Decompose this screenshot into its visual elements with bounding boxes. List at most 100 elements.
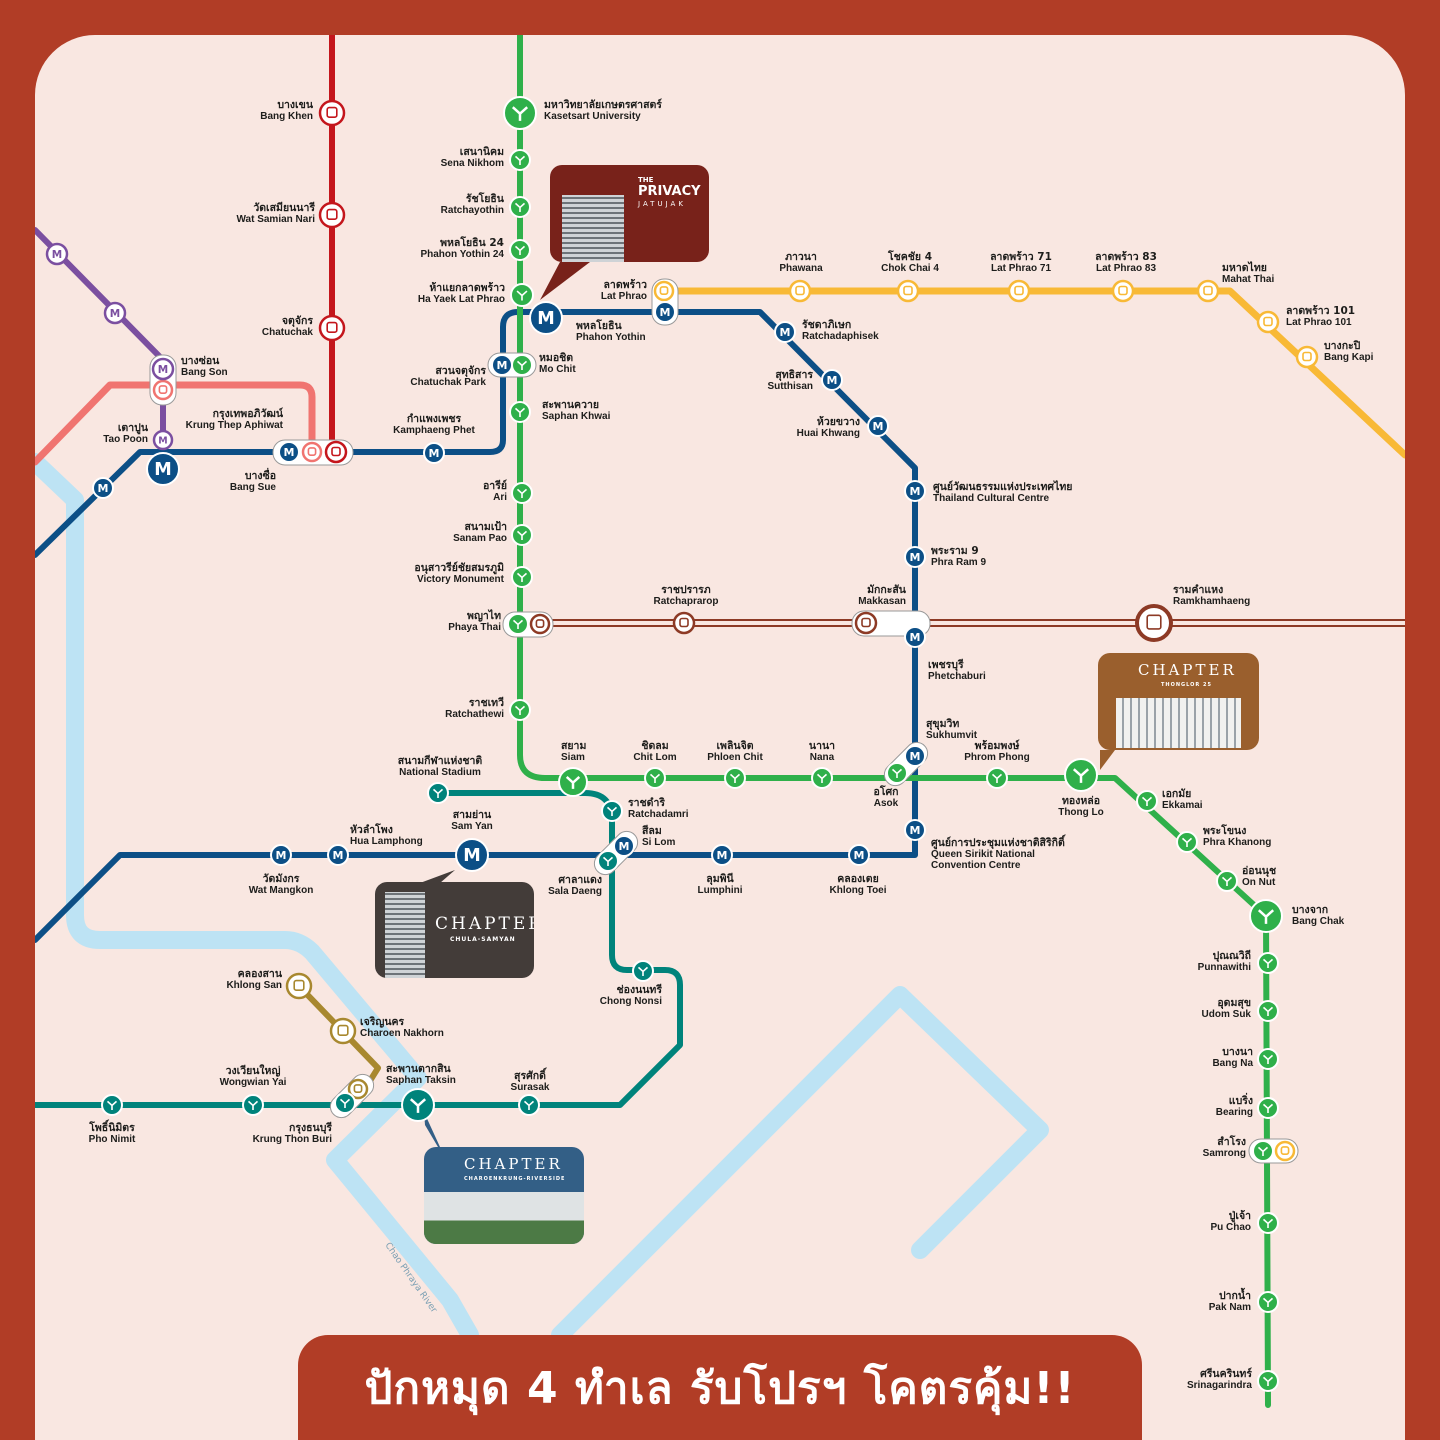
station-surasak[interactable]: [518, 1094, 540, 1116]
station-krung-thep-aphiwat-red[interactable]: [324, 440, 348, 464]
station-phloen-chit[interactable]: [724, 767, 746, 789]
station-lumphini[interactable]: M: [711, 844, 733, 866]
station-phawana-yellow[interactable]: [788, 279, 812, 303]
project-card-chapter-charoenkrung-riverside[interactable]: CHAPTER CHAROENKRUNG-RIVERSIDE: [424, 1147, 584, 1244]
station-bang-chak[interactable]: [1249, 899, 1283, 933]
station-huai-khwang[interactable]: M: [867, 415, 889, 437]
station-name-th: ราชเทวี: [469, 696, 504, 709]
station-siam[interactable]: [558, 767, 588, 797]
station-lat-phrao-101-yellow[interactable]: [1256, 310, 1280, 334]
station-sala-daeng[interactable]: [597, 850, 619, 872]
station-si-lom[interactable]: M: [613, 835, 635, 857]
station-marker-phaya-thai-arl[interactable]: [529, 613, 551, 635]
station-marker-samrong-yellow[interactable]: [1274, 1140, 1296, 1162]
station-bang-khen-red[interactable]: [318, 99, 346, 127]
station-charoen-nakhorn-gold[interactable]: [329, 1017, 357, 1045]
station-victory-monument[interactable]: [511, 566, 533, 588]
station-chok-chai-4-yellow[interactable]: [896, 279, 920, 303]
station-national-stadium[interactable]: [427, 782, 449, 804]
station-chatuchak-park[interactable]: M: [491, 354, 513, 376]
station-on-nut[interactable]: [1216, 870, 1238, 892]
station-marker-tao-poon-purple[interactable]: M: [152, 429, 174, 451]
station-ramkhamhaeng-arl[interactable]: [1135, 604, 1173, 642]
station-khlong-san-gold[interactable]: [285, 972, 313, 1000]
station-punnawithi[interactable]: [1257, 952, 1279, 974]
station-udom-suk[interactable]: [1257, 1000, 1279, 1022]
station-wongwian-yai[interactable]: [242, 1094, 264, 1116]
station-lat-phrao-83-yellow[interactable]: [1111, 279, 1135, 303]
station-ratchadaphisek[interactable]: M: [774, 321, 796, 343]
station-lat-phrao-71-yellow[interactable]: [1007, 279, 1031, 303]
project-card-chapter-thonglor-25[interactable]: CHAPTER THONGLOR 25: [1098, 653, 1259, 750]
station-name-en: Si Lom: [642, 837, 675, 848]
station-phra-khanong[interactable]: [1176, 831, 1198, 853]
station-ratchayothin[interactable]: [509, 196, 531, 218]
station-kamphaeng-phet[interactable]: M: [423, 442, 445, 464]
station-hua-lamphong[interactable]: M: [327, 844, 349, 866]
station-bang-na[interactable]: [1257, 1048, 1279, 1070]
station-ekkamai[interactable]: [1136, 790, 1158, 812]
station-phrom-phong[interactable]: [986, 767, 1008, 789]
station-ratchaprarop-arl[interactable]: [672, 611, 696, 635]
station-mahat-thai-yellow[interactable]: [1196, 279, 1220, 303]
station-samrong[interactable]: [1252, 1140, 1274, 1162]
station-sanam-pao[interactable]: [511, 524, 533, 546]
station-phahon-yothin[interactable]: M: [529, 301, 563, 335]
station-ratchadamri[interactable]: [601, 800, 623, 822]
station-pho-nimit[interactable]: [101, 1094, 123, 1116]
station-marker-lat-phrao-yellow[interactable]: [653, 280, 675, 302]
station-phahon-yothin-24[interactable]: [509, 239, 531, 261]
station-pu-chao[interactable]: [1257, 1212, 1279, 1234]
station-bang-sue[interactable]: M: [278, 441, 300, 463]
station-tao-poon[interactable]: M: [146, 452, 180, 486]
station-phaya-thai[interactable]: [507, 613, 529, 635]
station-chit-lom[interactable]: [644, 767, 666, 789]
station-sutthisan[interactable]: M: [821, 369, 843, 391]
station-lat-phrao[interactable]: M: [654, 301, 676, 323]
station-nana[interactable]: [811, 767, 833, 789]
station-ari[interactable]: [511, 482, 533, 504]
station-marker-krung-thon-buri-gold[interactable]: [347, 1078, 369, 1100]
station-marker-purple[interactable]: M: [103, 301, 127, 325]
station-pak-nam[interactable]: [1257, 1291, 1279, 1313]
station-thong-lo[interactable]: [1064, 758, 1098, 792]
station-chong-nonsi[interactable]: [632, 960, 654, 982]
station-name-th: หมอชิต: [539, 352, 573, 364]
station-name-en: Bang Kapi: [1324, 352, 1374, 363]
station-wat-mangkon[interactable]: M: [270, 844, 292, 866]
station-bang-son[interactable]: M: [151, 357, 175, 381]
station-chatuchak-red[interactable]: [318, 314, 346, 342]
project-card-chapter-chula-samyan[interactable]: CHAPTER CHULA-SAMYAN: [375, 882, 534, 978]
station-khlong-toei[interactable]: M: [848, 844, 870, 866]
station-srinagarindra[interactable]: [1257, 1370, 1279, 1392]
station-mo-chit[interactable]: [511, 354, 533, 376]
station-saphan-khwai[interactable]: [509, 401, 531, 423]
station-marker-purple[interactable]: M: [45, 242, 69, 266]
station-kasetsart-university[interactable]: [503, 96, 537, 130]
station-makkasan-arl[interactable]: [854, 611, 878, 635]
project-card-the-privacy-jatujak[interactable]: THE PRIVACY JATUJAK: [550, 165, 709, 262]
station-bang-kapi-yellow[interactable]: [1295, 345, 1319, 369]
station-asok[interactable]: [886, 762, 908, 784]
station-thailand-cultural-centre[interactable]: M: [904, 480, 926, 502]
station-phra-ram-9[interactable]: M: [904, 546, 926, 568]
station-marker-mrt[interactable]: M: [92, 477, 114, 499]
station-marker-bang-son-srt[interactable]: [152, 379, 174, 401]
station-phetchaburi[interactable]: M: [904, 626, 926, 648]
station-sukhumvit[interactable]: M: [904, 745, 926, 767]
station-sena-nikhom[interactable]: [509, 149, 531, 171]
station-ha-yaek-lat-phrao[interactable]: [510, 283, 534, 307]
station-marker-bang-sue-srt[interactable]: [301, 441, 323, 463]
station-wat-samian-nari-red[interactable]: [318, 201, 346, 229]
station-queen-sirikit-national[interactable]: M: [904, 819, 926, 841]
station-bearing[interactable]: [1257, 1097, 1279, 1119]
station-name-en: Ekkamai: [1162, 800, 1203, 811]
station-krung-thon-buri[interactable]: [334, 1092, 356, 1114]
station-name-th: โชคชัย 4: [887, 250, 932, 263]
train-icon: [795, 285, 805, 296]
bts-logo-icon: [1262, 958, 1274, 968]
station-sam-yan[interactable]: M: [455, 838, 489, 872]
station-ratchathewi[interactable]: [509, 699, 531, 721]
station-saphan-taksin[interactable]: [401, 1088, 435, 1122]
